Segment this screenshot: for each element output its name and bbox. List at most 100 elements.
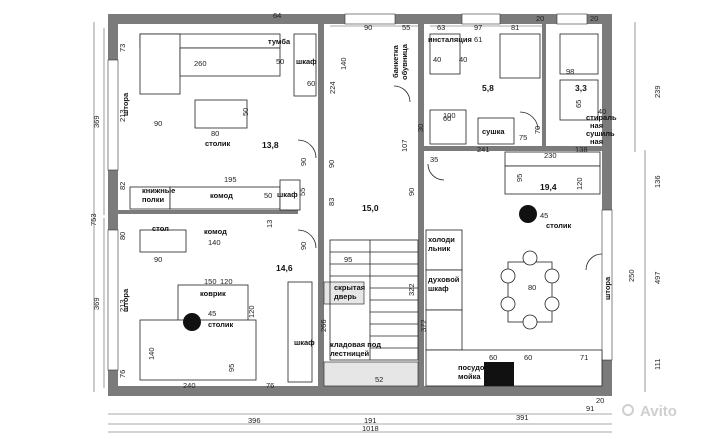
svg-text:50: 50 — [264, 191, 272, 200]
svg-text:396: 396 — [248, 416, 261, 425]
svg-text:497: 497 — [653, 271, 662, 284]
label-kovrik: коврик — [200, 289, 226, 298]
svg-text:40: 40 — [433, 55, 441, 64]
svg-text:70: 70 — [533, 126, 542, 134]
label-shkaf-3: шкаф — [294, 338, 315, 347]
label-stiral-4: ная — [590, 137, 603, 146]
svg-text:100: 100 — [443, 111, 456, 120]
svg-text:241: 241 — [477, 145, 490, 154]
furniture — [129, 33, 603, 387]
svg-text:90: 90 — [327, 160, 336, 168]
svg-text:64: 64 — [273, 11, 281, 20]
label-holod-1: холоди — [428, 235, 455, 244]
svg-text:80: 80 — [528, 283, 536, 292]
svg-text:45: 45 — [208, 309, 216, 318]
label-duhovoy-1: духовой — [428, 275, 460, 284]
svg-text:191: 191 — [364, 416, 377, 425]
label-banketka-2: обувница — [400, 43, 409, 80]
svg-text:45: 45 — [540, 211, 548, 220]
svg-text:55: 55 — [402, 23, 410, 32]
label-komod-1: комод — [210, 191, 233, 200]
svg-text:150: 150 — [204, 277, 217, 286]
label-skrytaya-1: скрытая — [334, 283, 365, 292]
door-swings — [297, 85, 603, 271]
svg-text:13: 13 — [265, 220, 274, 228]
label-moyka: мойка — [458, 372, 481, 381]
svg-text:52: 52 — [375, 375, 383, 384]
label-shkaf-1: шкаф — [296, 57, 317, 66]
svg-text:55: 55 — [298, 188, 307, 196]
label-stolik-3: столик — [546, 221, 572, 230]
svg-text:120: 120 — [575, 177, 584, 190]
room-area-bath: 5,8 — [482, 83, 494, 93]
label-shkaf-2: шкаф — [277, 190, 298, 199]
label-stol: стол — [152, 224, 169, 233]
svg-text:120: 120 — [220, 277, 233, 286]
svg-text:60: 60 — [307, 79, 315, 88]
svg-text:61: 61 — [474, 35, 482, 44]
svg-text:35: 35 — [430, 155, 438, 164]
label-posudo: посудо — [458, 363, 485, 372]
svg-text:71: 71 — [580, 353, 588, 362]
svg-text:369: 369 — [92, 115, 101, 128]
room-areas: 13,8 14,6 15,0 19,4 5,8 3,3 — [262, 83, 587, 273]
label-knizhnye-1: книжные — [142, 186, 175, 195]
svg-text:76: 76 — [118, 370, 127, 378]
room-area-kitchen: 19,4 — [540, 182, 557, 192]
svg-text:80: 80 — [211, 129, 219, 138]
svg-text:266: 266 — [319, 319, 328, 332]
room-area-laundry: 3,3 — [575, 83, 587, 93]
label-skrytaya-2: дверь — [334, 292, 357, 301]
label-shtora-2: штора — [121, 288, 130, 312]
svg-text:239: 239 — [653, 85, 662, 98]
watermark-text: Avito — [640, 403, 677, 420]
label-holod-2: льник — [428, 244, 451, 253]
svg-text:213: 213 — [118, 109, 127, 122]
svg-text:90: 90 — [364, 23, 372, 32]
svg-text:391: 391 — [516, 413, 529, 422]
dimension-lines — [93, 21, 646, 433]
svg-text:140: 140 — [147, 347, 156, 360]
svg-text:260: 260 — [194, 59, 207, 68]
svg-text:95: 95 — [344, 255, 352, 264]
svg-text:80: 80 — [118, 232, 127, 240]
label-sushka: сушка — [482, 127, 505, 136]
room-area-living: 13,8 — [262, 140, 279, 150]
svg-text:213: 213 — [118, 299, 127, 312]
svg-text:138: 138 — [575, 145, 588, 154]
svg-text:90: 90 — [407, 188, 416, 196]
svg-text:195: 195 — [224, 175, 237, 184]
label-tumba: тумба — [268, 37, 291, 46]
svg-text:30: 30 — [416, 124, 425, 132]
room-area-hall: 15,0 — [362, 203, 379, 213]
svg-text:240: 240 — [183, 381, 196, 390]
svg-text:60: 60 — [489, 353, 497, 362]
label-banketka-1: банкетка — [391, 44, 400, 78]
label-kladovaya-2: лестницей — [330, 349, 370, 358]
svg-text:82: 82 — [118, 182, 127, 190]
label-knizhnye-2: полки — [142, 195, 164, 204]
svg-text:76: 76 — [266, 381, 274, 390]
svg-text:140: 140 — [339, 57, 348, 70]
svg-text:140: 140 — [208, 238, 221, 247]
svg-text:90: 90 — [154, 119, 162, 128]
label-stiral-3: сушиль — [586, 129, 615, 138]
svg-text:322: 322 — [407, 283, 416, 296]
dimension-values: 64 90 55 63 97 81 20 20 50 260 60 61 40 … — [89, 11, 662, 433]
svg-text:65: 65 — [574, 100, 583, 108]
svg-text:40: 40 — [598, 107, 606, 116]
svg-text:111: 111 — [653, 359, 662, 370]
avito-watermark: Avito — [622, 403, 677, 420]
svg-text:20: 20 — [590, 14, 598, 23]
label-shtora-1: штора — [121, 92, 130, 116]
label-stiral-1: стираль — [586, 113, 617, 122]
svg-text:81: 81 — [511, 23, 519, 32]
svg-text:95: 95 — [227, 364, 236, 372]
svg-text:98: 98 — [566, 67, 574, 76]
svg-text:90: 90 — [299, 242, 308, 250]
svg-text:1018: 1018 — [362, 424, 379, 433]
staircase — [329, 239, 419, 361]
svg-text:20: 20 — [536, 14, 544, 23]
svg-text:75: 75 — [519, 133, 527, 142]
